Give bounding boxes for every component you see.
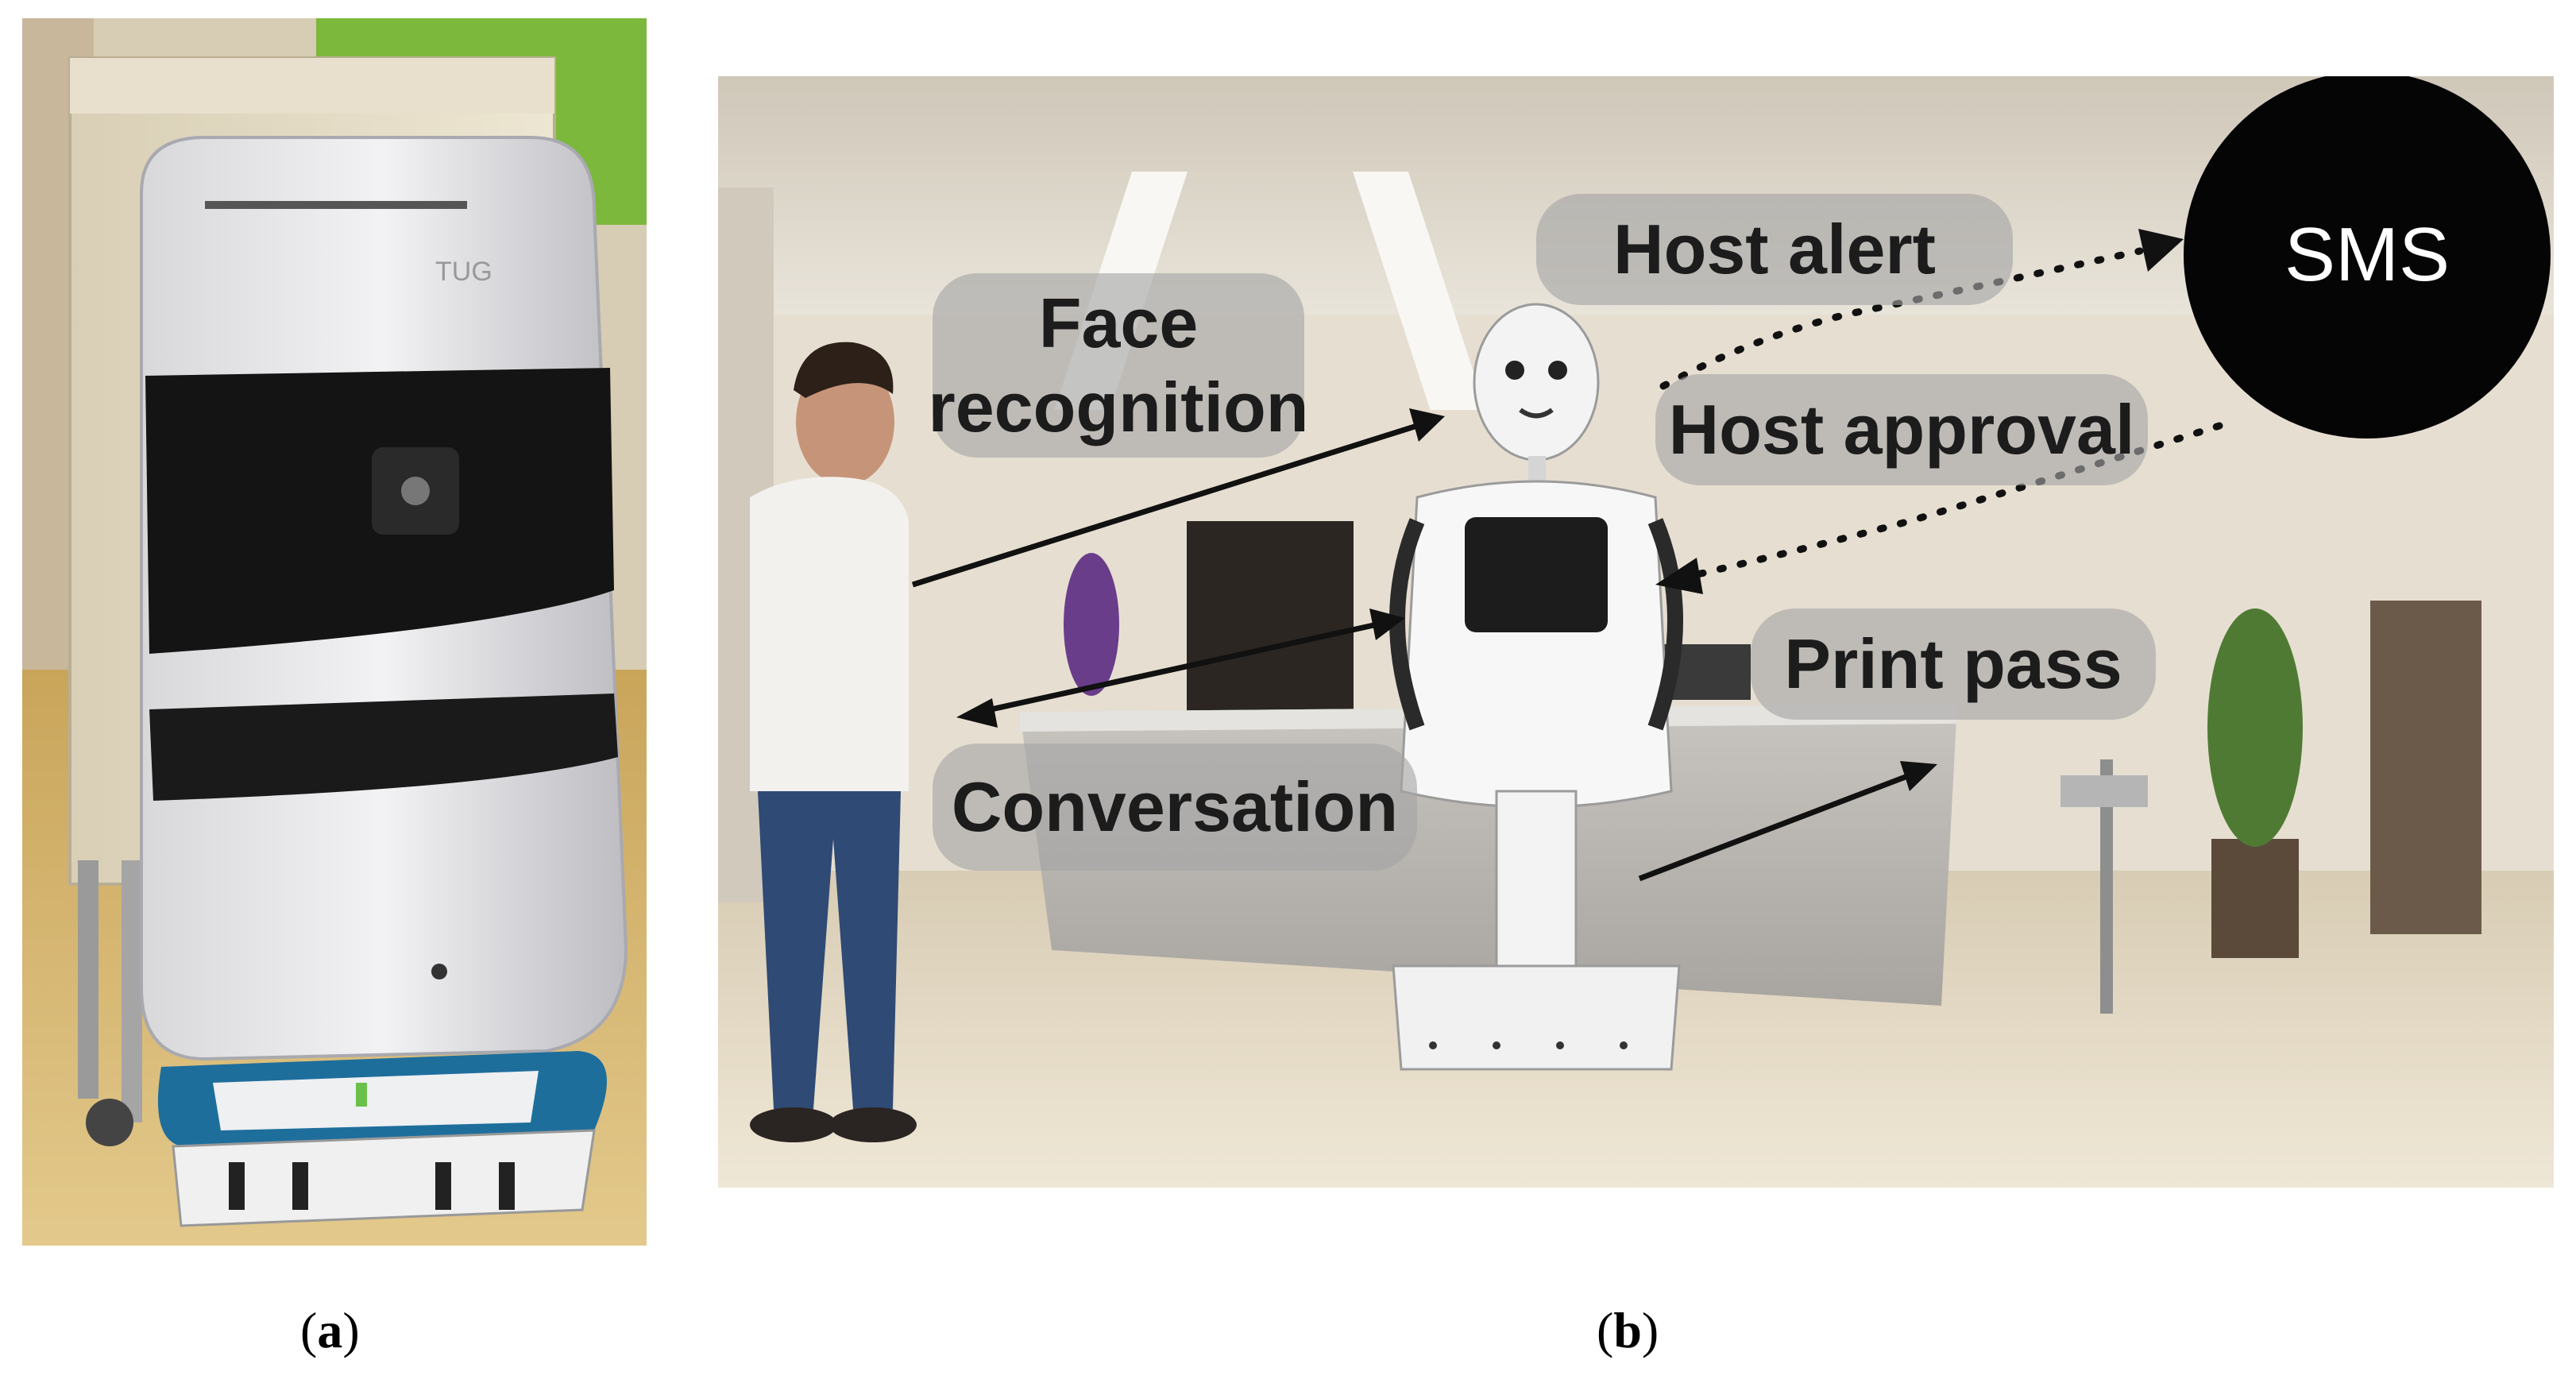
sms-label: SMS <box>2284 212 2450 297</box>
host-alert-dotted-arrow <box>1659 247 2144 390</box>
bumper-slot <box>499 1162 515 1210</box>
arrows <box>911 408 1937 882</box>
plant-pot <box>2211 839 2299 958</box>
print-pass-arrow <box>1638 772 1911 882</box>
conversation-label: Conversation <box>933 744 1417 871</box>
orchid <box>1064 553 1119 696</box>
panel-b-diagram: Face recognition Host alert Host approva… <box>718 76 2554 1188</box>
caption-a: (a) <box>300 1302 360 1358</box>
status-light <box>431 964 447 979</box>
base-top <box>213 1071 539 1130</box>
tug-robot-photo: TUG <box>22 18 647 1246</box>
tug-logo: TUG <box>435 257 492 287</box>
plant <box>2207 609 2303 847</box>
top-slot <box>205 201 467 209</box>
cart-wheel <box>86 1099 133 1146</box>
cart-top <box>70 58 554 114</box>
host-approval-dotted-arrow <box>1683 422 2223 581</box>
caption-b: (b) <box>1597 1302 1659 1358</box>
face-recognition-line2: recognition <box>928 368 1309 446</box>
panel-a-photo: TUG <box>22 18 647 1246</box>
sms-circle: SMS <box>2184 76 2551 439</box>
cart-leg <box>78 860 98 1099</box>
visitor <box>750 342 917 1142</box>
bumper-slot <box>292 1162 308 1210</box>
lower-sensor-band <box>149 694 618 801</box>
bumper-slot <box>435 1162 451 1210</box>
dotted-arrows <box>1659 247 2223 581</box>
ceiling-light <box>1352 172 1486 410</box>
base-indicator <box>356 1083 367 1107</box>
host-alert-label: Host alert <box>1536 194 2013 305</box>
print-pass-label: Print pass <box>1751 609 2156 720</box>
reception-robot <box>1389 303 1683 1071</box>
face-recognition-line1: Face <box>1038 284 1199 363</box>
host-approval-label: Host approval <box>1655 374 2148 485</box>
host-alert-arrowhead <box>2138 229 2184 272</box>
bumper-slot <box>229 1162 245 1210</box>
face-recognition-arrow <box>911 423 1419 588</box>
face-recognition-label: Face recognition <box>928 273 1309 458</box>
info-stand <box>2100 759 2113 1014</box>
conversation-arrow <box>979 621 1378 715</box>
info-stand-top <box>2060 775 2148 807</box>
bumper <box>172 1129 596 1227</box>
camera-lens <box>401 477 430 505</box>
cart-leg <box>122 860 142 1122</box>
host-approval-arrowhead <box>1655 558 1703 594</box>
back-door <box>2370 601 2481 934</box>
